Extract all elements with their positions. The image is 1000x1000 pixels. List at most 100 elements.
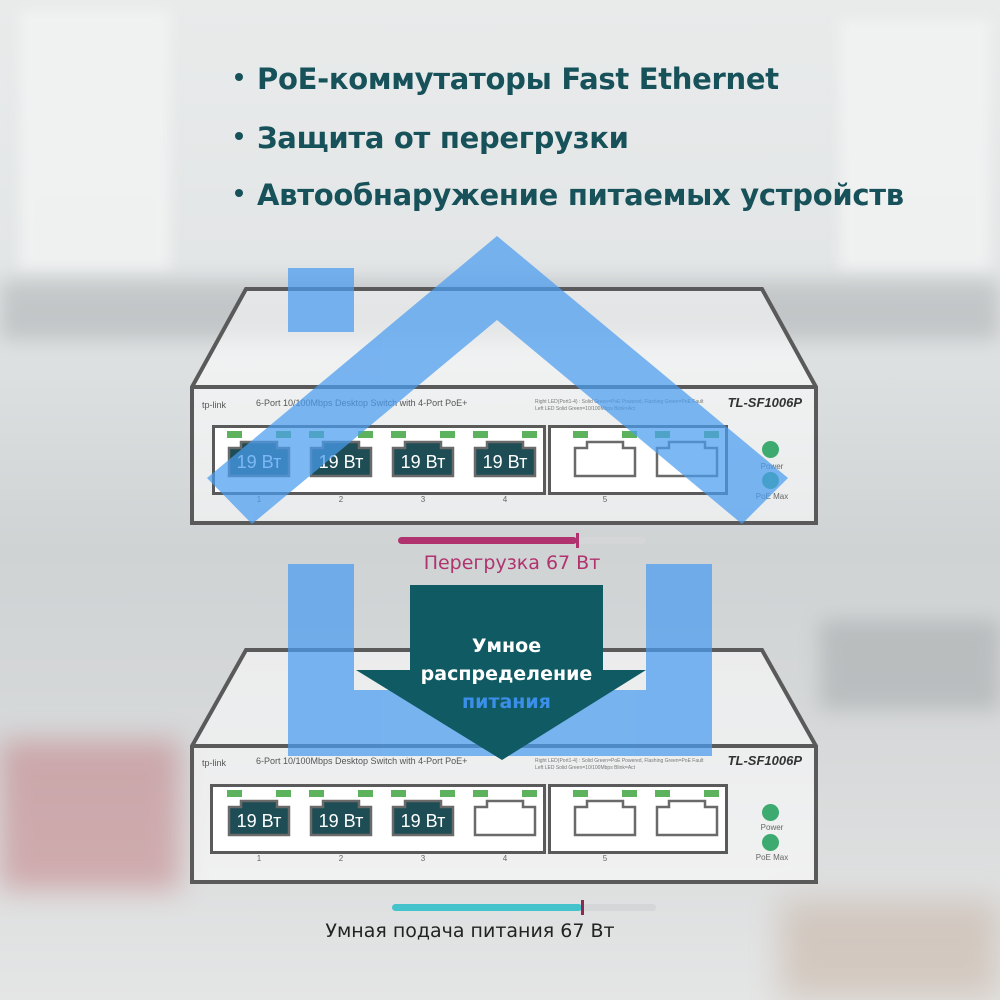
port-power-label: 19 Вт (318, 811, 364, 831)
led-legend-line: Right LED(Port1-4) : Solid Green=PoE Pow… (535, 399, 704, 405)
ethernet-port-icon (655, 790, 719, 838)
port-power-label: 19 Вт (482, 452, 528, 472)
smart-power-bar-fill (392, 904, 583, 911)
ethernet-port-icon (573, 790, 637, 838)
rj45-jack-icon (473, 799, 537, 837)
ethernet-port-icon: 19 Вт (227, 431, 291, 479)
smart-power-label-line: Умное (471, 635, 542, 657)
bullet-item: PoE-коммутаторы Fast Ethernet (235, 62, 779, 106)
port-power-label: 19 Вт (400, 811, 446, 831)
bullet-dot-icon (235, 189, 243, 197)
led-legend-line: Right LED(Port1-4) : Solid Green=PoE Pow… (535, 758, 704, 764)
port-number: 4 (502, 854, 508, 863)
ethernet-port-icon: 19 Вт (391, 790, 455, 838)
port-led-icon (473, 790, 488, 797)
switch-overloaded: tp-link 6-Port 10/100Mbps Desktop Switch… (190, 287, 818, 527)
port-led-icon (391, 790, 406, 797)
port-led-icon (522, 431, 537, 438)
brand-logo: tp-link (202, 758, 227, 768)
port-led-icon (522, 790, 537, 797)
smart-power-label: Умное распределение питания (410, 632, 603, 716)
port-led-icon (573, 431, 588, 438)
port-number: 2 (338, 854, 344, 863)
rj45-jack-icon (655, 440, 719, 478)
background-window (840, 20, 990, 270)
bullet-item: Защита от перегрузки (235, 121, 629, 165)
port-led-icon (622, 790, 637, 797)
port-number: 5 (602, 495, 608, 504)
rj45-jack-icon (227, 799, 291, 837)
smart-power-label-line: питания (462, 691, 551, 713)
ethernet-port-icon: 19 Вт (473, 431, 537, 479)
port-number: 1 (256, 495, 262, 504)
port-led-icon (227, 431, 242, 438)
switch-description: 6-Port 10/100Mbps Desktop Switch with 4-… (256, 398, 468, 408)
background-window (20, 10, 170, 270)
rj45-jack-icon (391, 799, 455, 837)
ethernet-port-icon: 19 Вт (391, 431, 455, 479)
smart-power-caption: Умная подача питания 67 Вт (325, 920, 615, 942)
led-legend: Right LED(Port1-4) : Solid Green=PoE Pow… (535, 399, 703, 413)
bullet-text: Автообнаружение питаемых устройств (257, 178, 904, 212)
ethernet-port-icon: 19 Вт (309, 790, 373, 838)
overload-bar (398, 533, 646, 548)
switch-description: 6-Port 10/100Mbps Desktop Switch with 4-… (256, 756, 468, 766)
power-label: Power (760, 823, 784, 832)
port-led-icon (358, 790, 373, 797)
led-legend: Right LED(Port1-4) : Solid Green=PoE Pow… (535, 758, 703, 772)
power-limit-marker (575, 533, 579, 548)
port-led-icon (573, 790, 588, 797)
bullet-item: Автообнаружение питаемых устройств (235, 178, 904, 222)
port-number: 4 (502, 495, 508, 504)
ethernet-port-icon (573, 431, 637, 479)
bullet-text: Защита от перегрузки (257, 121, 629, 155)
port-led-icon (655, 790, 670, 797)
port-led-icon (473, 431, 488, 438)
background-window-frame (820, 620, 1000, 710)
overload-caption: Перегрузка 67 Вт (423, 552, 601, 574)
port-power-label: 19 Вт (236, 452, 282, 472)
power-led-icon (762, 804, 779, 821)
port-led-icon (391, 431, 406, 438)
overload-bar-fill (398, 537, 577, 544)
rj45-jack-icon (573, 799, 637, 837)
bullet-dot-icon (235, 132, 243, 140)
poe-max-label: PoE Max (755, 492, 789, 501)
port-led-icon (704, 790, 719, 797)
power-limit-marker (581, 900, 585, 915)
port-power-label: 19 Вт (236, 811, 282, 831)
rj45-jack-icon (573, 440, 637, 478)
port-led-icon (440, 431, 455, 438)
poe-max-led-icon (762, 472, 779, 489)
ethernet-port-icon: 19 Вт (227, 790, 291, 838)
brand-logo: tp-link (202, 400, 227, 410)
model-name: TL-SF1006P (727, 753, 802, 768)
port-led-icon (358, 431, 373, 438)
background-chair (0, 740, 180, 890)
port-power-label: 19 Вт (400, 452, 446, 472)
port-led-icon (309, 431, 324, 438)
port-led-icon (655, 431, 670, 438)
port-number: 3 (420, 495, 426, 504)
led-legend-line: Left LED Solid Green=10/100Mbps Blink=Ac… (535, 765, 636, 771)
port-power-label: 19 Вт (318, 452, 364, 472)
poe-max-label: PoE Max (755, 853, 789, 862)
bullet-text: PoE-коммутаторы Fast Ethernet (257, 62, 779, 96)
power-led-icon (762, 441, 779, 458)
bullet-dot-icon (235, 73, 243, 81)
background-table (780, 900, 1000, 1000)
port-number: 1 (256, 854, 262, 863)
ethernet-port-icon (655, 431, 719, 479)
port-led-icon (440, 790, 455, 797)
rj45-jack-icon (309, 799, 373, 837)
port-led-icon (276, 431, 291, 438)
smart-power-label-line: распределение (420, 663, 593, 685)
power-label: Power (760, 462, 784, 471)
port-number: 5 (602, 854, 608, 863)
port-led-icon (227, 790, 242, 797)
rj45-jack-icon (655, 799, 719, 837)
port-led-icon (276, 790, 291, 797)
port-led-icon (309, 790, 324, 797)
port-led-icon (704, 431, 719, 438)
